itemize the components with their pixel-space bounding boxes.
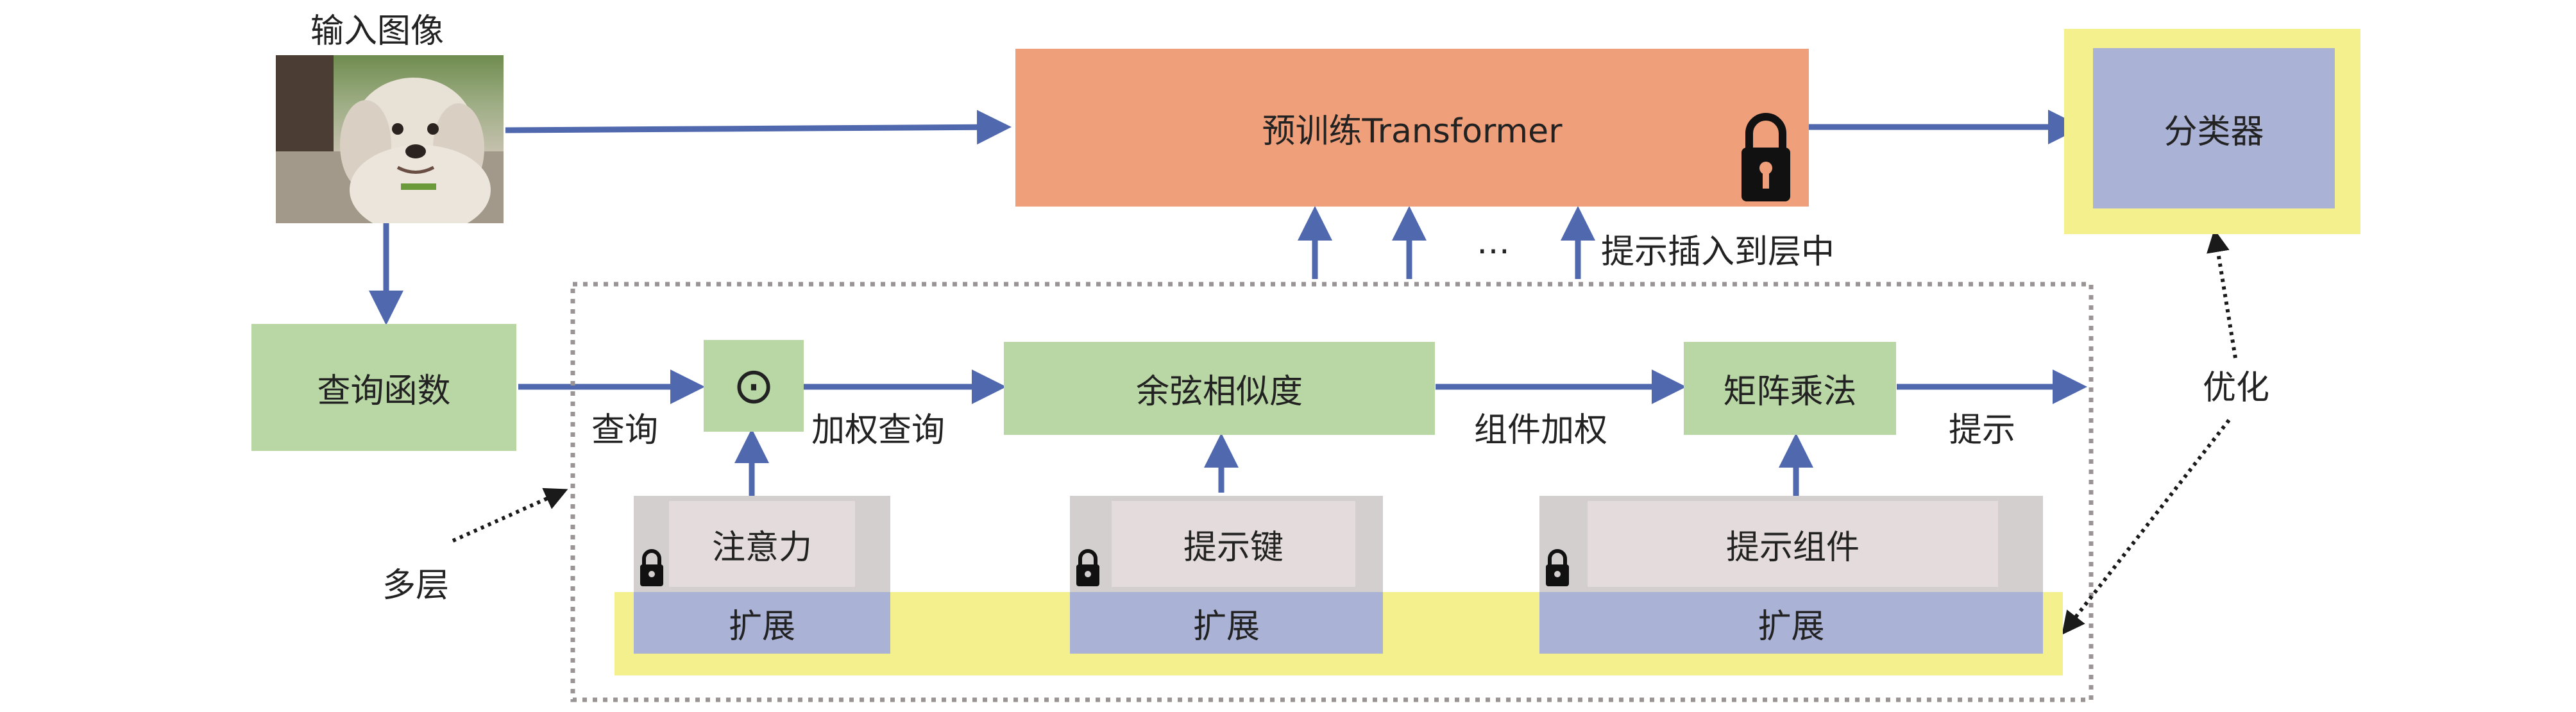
label-query: 查询 xyxy=(591,411,659,450)
prompt-components-inner: 提示组件 xyxy=(1588,501,1998,587)
query-function-box: 查询函数 xyxy=(251,324,516,451)
classifier-label: 分类器 xyxy=(2164,112,2264,151)
lock-icon xyxy=(1741,113,1790,201)
ellipsis: … xyxy=(1477,223,1510,262)
attention-box: 注意力 xyxy=(634,496,890,592)
query-function-label: 查询函数 xyxy=(317,371,451,411)
pretrained-transformer-box: 预训练Transformer xyxy=(1015,49,1809,207)
hadamard-symbol: ⊙ xyxy=(733,357,775,415)
arrow-optimize-to-classifier xyxy=(2207,229,2237,359)
matrix-mult-label: 矩阵乘法 xyxy=(1723,373,1857,411)
cosine-similarity-label: 余弦相似度 xyxy=(1135,373,1303,411)
prompt-components-label: 提示组件 xyxy=(1725,528,1860,567)
attention-inner: 注意力 xyxy=(669,501,855,587)
dog-photo xyxy=(276,55,504,223)
lock-icon xyxy=(1546,549,1569,586)
prompt-key-box: 提示键 xyxy=(1070,496,1383,592)
label-prompt: 提示 xyxy=(1949,411,2016,450)
input-image xyxy=(276,55,504,223)
lock-icon xyxy=(640,549,663,586)
prompt-key-inner: 提示键 xyxy=(1112,501,1355,587)
classifier-box: 分类器 xyxy=(2093,48,2335,208)
matrix-mult-box: 矩阵乘法 xyxy=(1684,342,1896,435)
hadamard-box: ⊙ xyxy=(704,340,804,432)
multi-layer-label: 多层 xyxy=(382,566,450,605)
arrow-multi-layer xyxy=(452,487,568,543)
arrow-optimize-to-expand xyxy=(2062,419,2231,635)
transformer-label: 预训练Transformer xyxy=(1262,112,1563,151)
attention-expand-label: 扩展 xyxy=(728,607,795,646)
lock-icon xyxy=(1076,549,1099,586)
arrow-image-to-transformer xyxy=(505,110,1012,145)
cosine-similarity-box: 余弦相似度 xyxy=(1004,342,1435,435)
prompt-key-expand: 扩展 xyxy=(1070,592,1383,654)
prompt-components-expand-label: 扩展 xyxy=(1758,607,1825,646)
label-weighted-query: 加权查询 xyxy=(811,411,945,450)
prompt-key-expand-label: 扩展 xyxy=(1192,607,1260,646)
label-component-weight: 组件加权 xyxy=(1474,411,1608,450)
prompt-key-label: 提示键 xyxy=(1183,528,1284,567)
attention-expand: 扩展 xyxy=(634,592,890,654)
prompt-components-expand: 扩展 xyxy=(1539,592,2043,654)
input-image-label: 输入图像 xyxy=(310,12,445,51)
prompt-components-box: 提示组件 xyxy=(1539,496,2043,592)
optimize-label: 优化 xyxy=(2203,369,2270,407)
multi-layer-dotted-frame xyxy=(570,282,2094,702)
attention-label: 注意力 xyxy=(711,528,812,567)
prompt-insert-label: 提示插入到层中 xyxy=(1601,233,1835,271)
